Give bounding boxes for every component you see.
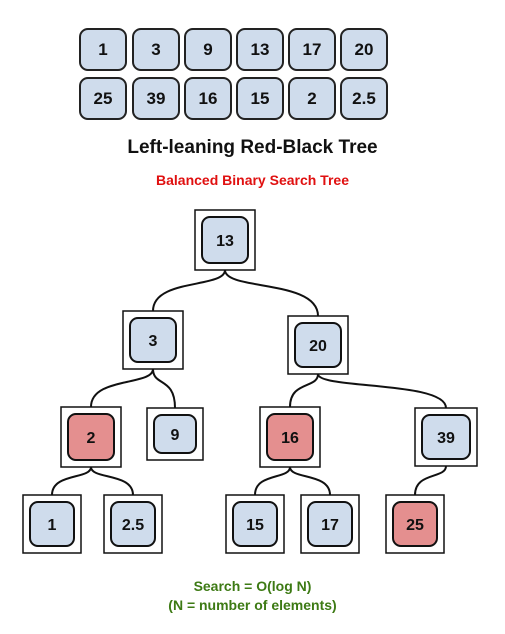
tree-node-2: 2 bbox=[60, 406, 122, 468]
tree-edge-n3-n9 bbox=[152, 368, 176, 409]
node-label: 3 bbox=[149, 333, 158, 350]
tree-node-20: 20 bbox=[287, 315, 349, 375]
tree-edge-n3-n2 bbox=[90, 368, 154, 408]
black-node-box bbox=[110, 501, 156, 547]
array-cell: 9 bbox=[184, 28, 232, 71]
red-node-box bbox=[392, 501, 438, 547]
node-label: 25 bbox=[406, 517, 424, 534]
tree-edge-n20-n16 bbox=[289, 373, 319, 408]
array-cell: 1 bbox=[79, 28, 127, 71]
black-node-box bbox=[129, 317, 177, 363]
node-label: 9 bbox=[171, 427, 180, 444]
array-cell: 3 bbox=[132, 28, 180, 71]
node-label: 15 bbox=[246, 517, 264, 534]
tree-edge-n39-n25 bbox=[414, 465, 447, 496]
tree-node-39: 39 bbox=[414, 407, 478, 467]
tree-edge-n2-n1 bbox=[51, 466, 92, 496]
tree-edge-n16-n15 bbox=[254, 466, 291, 496]
array-cell: 15 bbox=[236, 77, 284, 120]
red-node-box bbox=[266, 413, 314, 461]
node-label: 20 bbox=[309, 338, 327, 355]
tree-node-3: 3 bbox=[122, 310, 184, 370]
red-node-box bbox=[67, 413, 115, 461]
black-node-box bbox=[29, 501, 75, 547]
tree-node-16: 16 bbox=[259, 406, 321, 468]
array-cell: 13 bbox=[236, 28, 284, 71]
black-node-box bbox=[307, 501, 353, 547]
node-label: 39 bbox=[437, 430, 455, 447]
tree-edge-n13-n3 bbox=[152, 269, 226, 312]
diagram-subtitle: Balanced Binary Search Tree bbox=[156, 172, 349, 188]
tree-node-15: 15 bbox=[225, 494, 285, 554]
complexity-note: Search = O(log N) bbox=[193, 578, 312, 594]
black-node-box bbox=[232, 501, 278, 547]
tree-node-2-5: 2.5 bbox=[103, 494, 163, 554]
tree-edge-n20-n39 bbox=[317, 373, 447, 409]
node-label: 2.5 bbox=[122, 517, 144, 534]
tree-edge-n2-n2_5 bbox=[90, 466, 134, 496]
node-label: 2 bbox=[87, 430, 96, 447]
black-node-box bbox=[153, 414, 197, 454]
array-cell: 2 bbox=[288, 77, 336, 120]
tree-edge-n13-n20 bbox=[224, 269, 319, 317]
diagram-title: Left-leaning Red-Black Tree bbox=[127, 137, 378, 158]
complexity-note-detail: (N = number of elements) bbox=[168, 597, 337, 613]
node-label: 16 bbox=[281, 430, 299, 447]
array-cell: 16 bbox=[184, 77, 232, 120]
array-cell: 17 bbox=[288, 28, 336, 71]
array-cell: 20 bbox=[340, 28, 388, 71]
array-cell: 39 bbox=[132, 77, 180, 120]
node-label: 1 bbox=[48, 517, 57, 534]
black-node-box bbox=[201, 216, 249, 264]
black-node-box bbox=[421, 414, 471, 460]
tree-node-17: 17 bbox=[300, 494, 360, 554]
array-cell: 2.5 bbox=[340, 77, 388, 120]
tree-node-13: 13 bbox=[194, 209, 256, 271]
black-node-box bbox=[294, 322, 342, 368]
node-label: 17 bbox=[321, 517, 339, 534]
tree-node-1: 1 bbox=[22, 494, 82, 554]
tree-edge-n16-n17 bbox=[289, 466, 331, 496]
node-label: 13 bbox=[216, 233, 234, 250]
tree-node-9: 9 bbox=[146, 407, 204, 461]
array-cell: 25 bbox=[79, 77, 127, 120]
tree-node-25: 25 bbox=[385, 494, 445, 554]
